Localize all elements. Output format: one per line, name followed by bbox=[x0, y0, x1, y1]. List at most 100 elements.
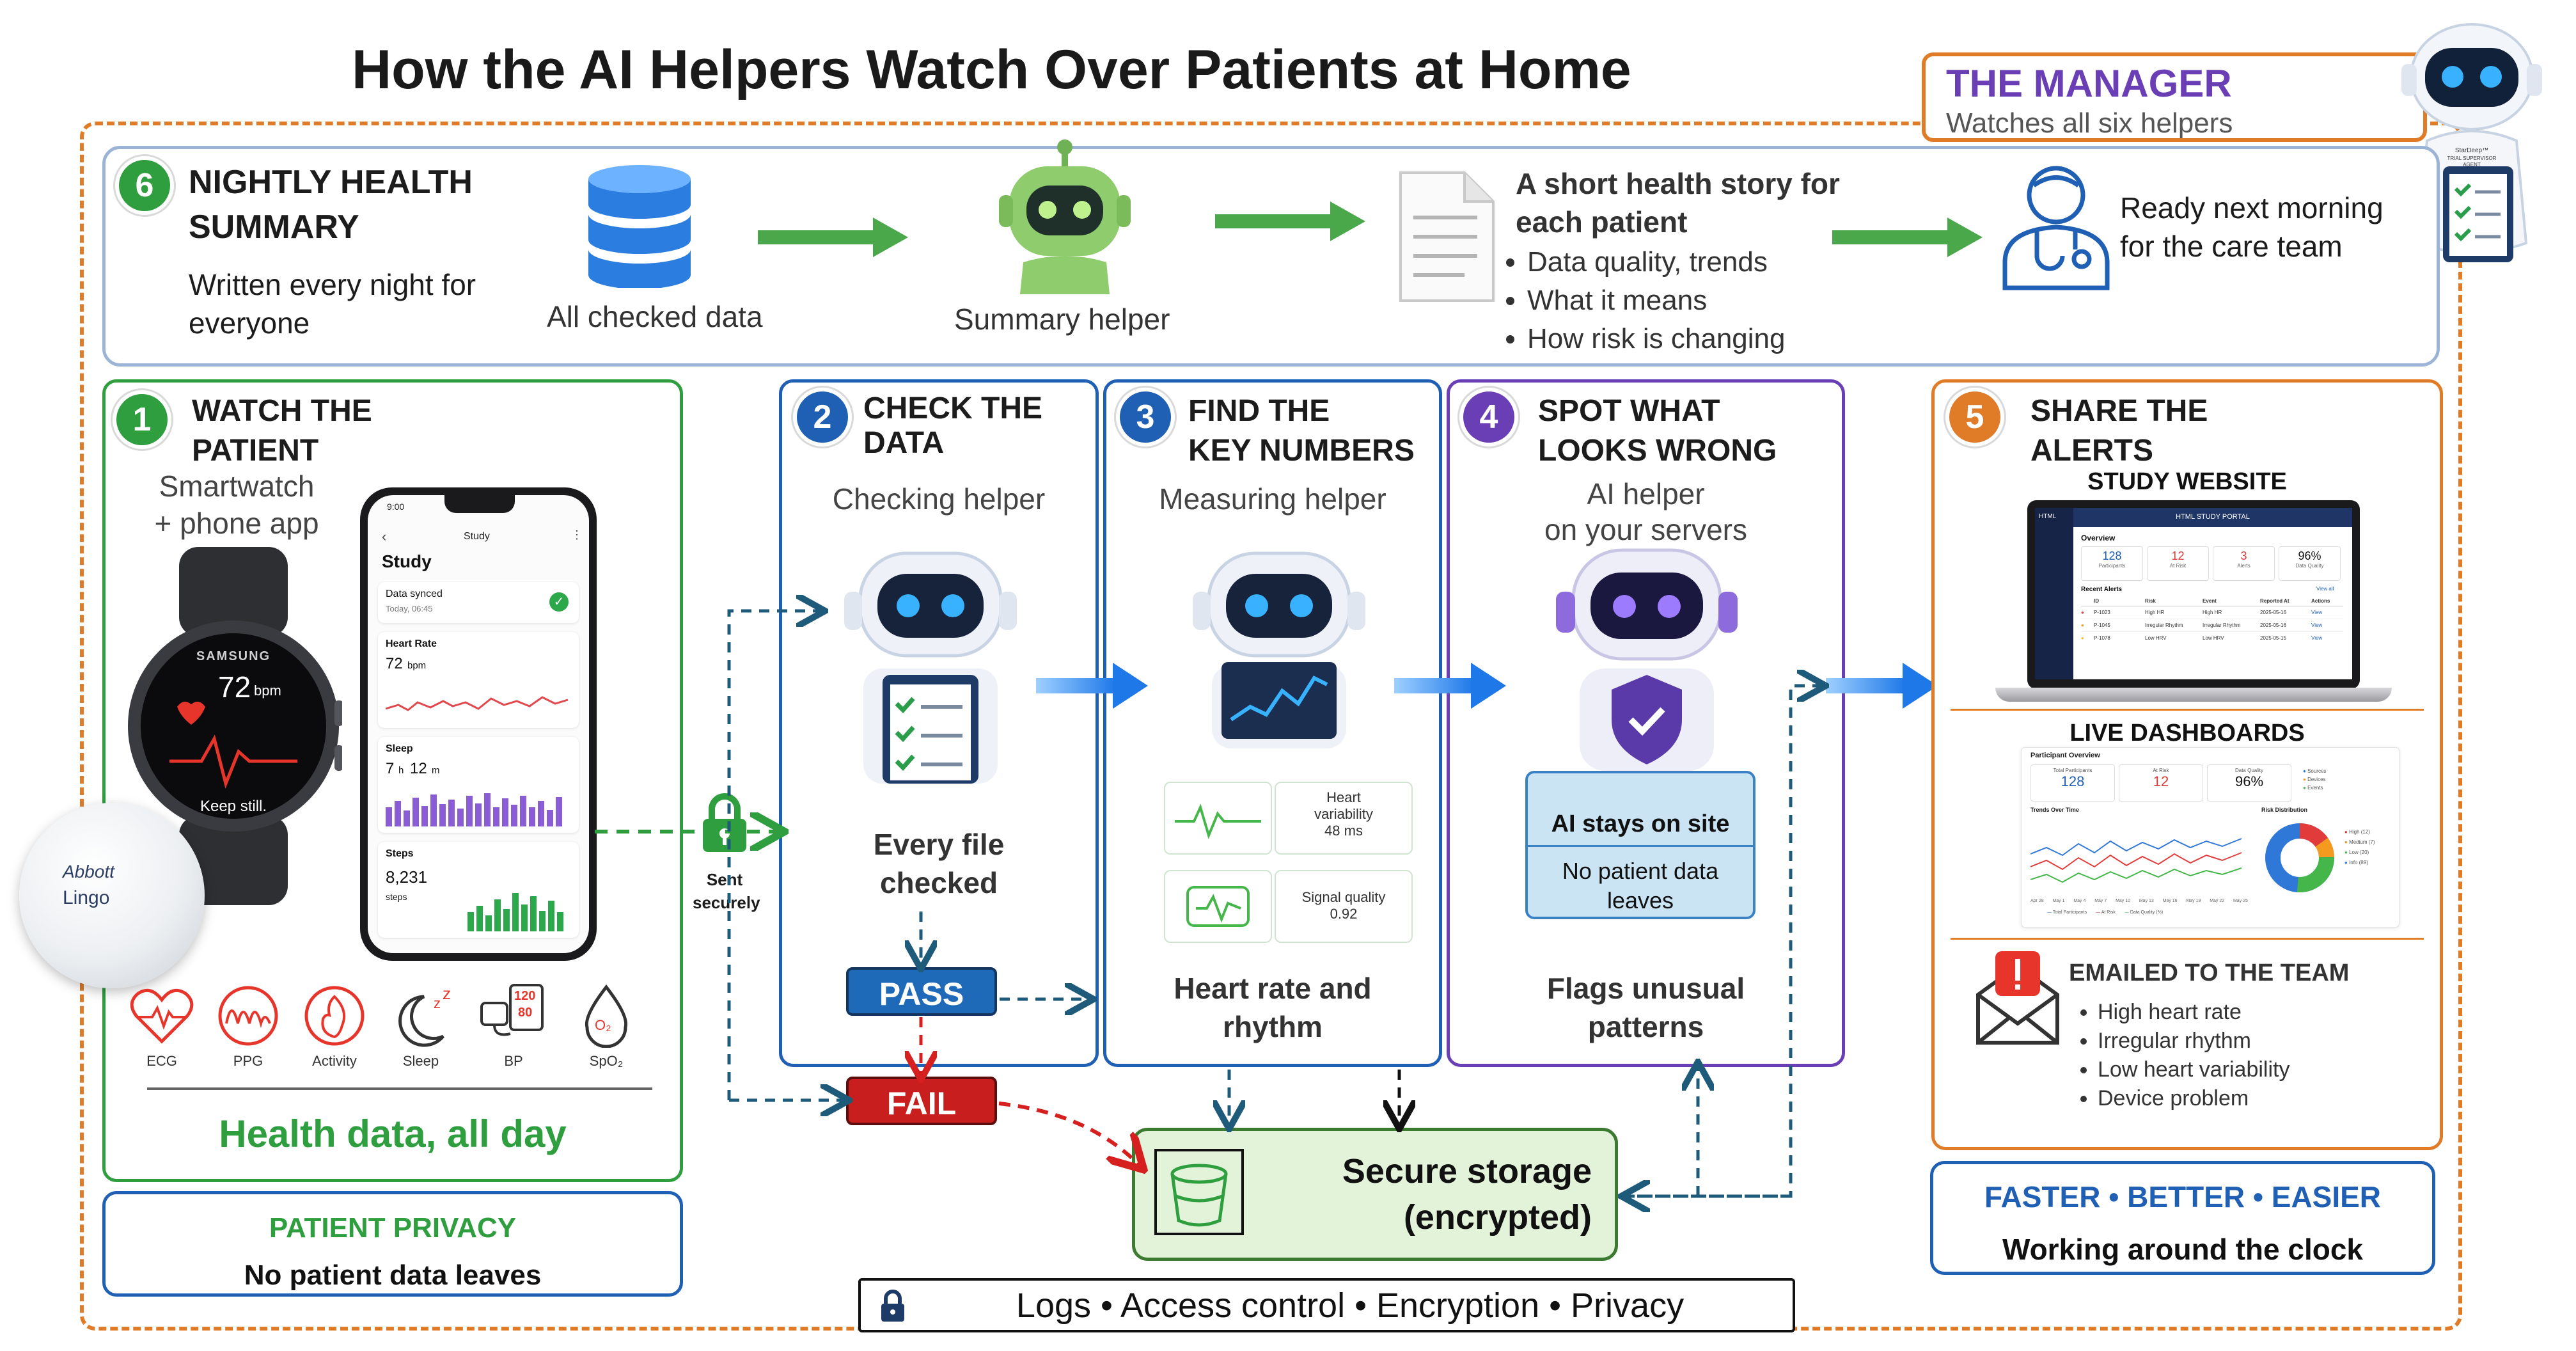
step2-sub: Checking helper bbox=[832, 482, 1046, 516]
watch-bpm-value: 72 bbox=[218, 670, 251, 704]
dash-title: LIVE DASHBOARDS bbox=[2069, 720, 2305, 747]
doctor-icon bbox=[1999, 157, 2114, 294]
story-title-line1: A short health story for bbox=[1516, 167, 1840, 200]
step1-divider bbox=[147, 1087, 652, 1090]
measuring-robot-icon bbox=[1186, 547, 1372, 755]
dash-overview: Participant Overview bbox=[2030, 752, 2100, 759]
view-link[interactable]: View bbox=[2311, 610, 2323, 615]
steps-card[interactable]: Steps 8,231 steps bbox=[378, 842, 579, 938]
step3-number: 3 bbox=[1116, 388, 1175, 446]
ready-line2: for the care team bbox=[2120, 230, 2343, 263]
risk-item: ● Medium (7) bbox=[2344, 839, 2375, 845]
abbott-sensor: Abbott Lingo bbox=[19, 803, 205, 988]
activity-icon bbox=[302, 984, 366, 1048]
sync-card[interactable]: Data synced Today, 06:45 ✓ bbox=[378, 582, 579, 623]
blue-arrow-2-3 bbox=[1036, 660, 1151, 715]
cell: Irregular Rhythm bbox=[2145, 622, 2183, 628]
privacy-box: PATIENT PRIVACY No patient data leaves bbox=[102, 1191, 683, 1297]
badge-line1: StarDeep™ bbox=[2455, 147, 2488, 154]
portal-screen: HTML HTML STUDY PORTAL Overview 128 Part… bbox=[2035, 508, 2352, 679]
view-link[interactable]: View bbox=[2311, 622, 2323, 628]
col-header: Reported At bbox=[2260, 598, 2289, 604]
hrv-value: 48 ms bbox=[1324, 823, 1363, 839]
steps-bars bbox=[467, 893, 563, 931]
manager-box: THE MANAGER Watches all six helpers bbox=[1922, 52, 2427, 142]
portal-overview: Overview bbox=[2081, 533, 2116, 542]
email-title: EMAILED TO THE TEAM bbox=[2069, 960, 2350, 986]
x-label: May 22 bbox=[2210, 899, 2225, 903]
step1-footer: Health data, all day bbox=[219, 1112, 567, 1155]
hr-unit: bpm bbox=[407, 660, 427, 671]
step5-number: 5 bbox=[1945, 388, 2004, 446]
dash-stat-label: At Risk bbox=[2153, 768, 2169, 773]
sleep-card[interactable]: Sleep 7 h 12 m bbox=[378, 737, 579, 833]
sync-time: Today, 06:45 bbox=[386, 604, 433, 613]
x-label: May 4 bbox=[2073, 899, 2086, 903]
green-arrow-1 bbox=[758, 214, 911, 262]
lock-icon bbox=[699, 790, 750, 857]
phone-menu-icon[interactable]: ⋮ bbox=[571, 528, 583, 541]
security-text: Logs • Access control • Encryption • Pri… bbox=[1016, 1286, 1685, 1325]
cell: High HR bbox=[2203, 610, 2222, 615]
cell: Low HRV bbox=[2203, 635, 2224, 641]
story-bullet: Data quality, trends bbox=[1527, 243, 1786, 281]
step1-number: 1 bbox=[113, 390, 171, 449]
step1-header-line1: WATCH THE bbox=[192, 394, 372, 428]
step5-divider-1 bbox=[1951, 709, 2424, 711]
portal-view-all[interactable]: View all bbox=[2316, 586, 2334, 592]
x-label: May 1 bbox=[2052, 899, 2065, 903]
storage-line1: Secure storage bbox=[1342, 1152, 1592, 1190]
x-label: May 13 bbox=[2139, 899, 2154, 903]
dash-trends-title: Trends Over Time bbox=[2030, 807, 2079, 813]
phone-notch bbox=[444, 495, 515, 513]
pass-button[interactable]: PASS bbox=[846, 967, 997, 1016]
bp-bottom: 80 bbox=[518, 1006, 533, 1020]
heart-rate-card[interactable]: Heart Rate 72 bpm bbox=[378, 632, 579, 728]
portal-title: HTML STUDY PORTAL bbox=[2176, 513, 2250, 521]
privacy-title: PATIENT PRIVACY bbox=[269, 1212, 517, 1244]
hr-value: 72 bbox=[386, 655, 403, 672]
storage-line2: (encrypted) bbox=[1403, 1198, 1592, 1236]
laptop: HTML HTML STUDY PORTAL Overview 128 Part… bbox=[2027, 500, 2360, 689]
x-label: May 16 bbox=[2162, 899, 2178, 903]
x-label: Apr 28 bbox=[2030, 899, 2044, 903]
cell: High HR bbox=[2145, 610, 2165, 615]
step3-header-line2: KEY NUMBERS bbox=[1188, 434, 1415, 468]
table-row[interactable]: ● P-1045 Irregular Rhythm Irregular Rhyt… bbox=[2081, 619, 2343, 632]
col-header: Actions bbox=[2311, 598, 2330, 604]
legend-item: — Total Participants bbox=[2047, 910, 2087, 915]
sleep-h-unit: h bbox=[398, 765, 404, 776]
portal-stat-label: At Risk bbox=[2169, 563, 2187, 569]
steps-unit: steps bbox=[386, 892, 407, 902]
table-row[interactable]: ● P-1078 Low HRV Low HRV 2025-05-15 View bbox=[2081, 632, 2343, 644]
sleep-m: 12 bbox=[410, 760, 427, 777]
bucket-icon bbox=[1154, 1149, 1244, 1235]
phone-time: 9:00 bbox=[387, 502, 405, 512]
privacy-text: No patient data leaves bbox=[244, 1260, 542, 1291]
portal-stat-value: 96% bbox=[2298, 549, 2321, 562]
hr-label: Heart Rate bbox=[386, 638, 437, 649]
step6-box bbox=[102, 146, 2440, 367]
portal-table: ID Risk Event Reported At Actions ● P-10… bbox=[2081, 596, 2343, 644]
step4-body-line2: patterns bbox=[1587, 1010, 1704, 1043]
x-axis-labels: Apr 28 May 1 May 4 May 7 May 10 May 13 M… bbox=[2030, 899, 2248, 903]
dash-stat-label: Total Participants bbox=[2053, 768, 2093, 773]
view-link[interactable]: View bbox=[2311, 635, 2323, 641]
blue-arrow-4-5 bbox=[1826, 660, 1941, 715]
email-bullet: High heart rate bbox=[2098, 998, 2289, 1027]
cell: 2025-05-16 bbox=[2260, 622, 2286, 628]
risk-legend: ● High (12) ● Medium (7) ● Low (20) ● In… bbox=[2344, 827, 2375, 868]
legend-item: ● Sources bbox=[2303, 768, 2327, 774]
portal-brand: HTML bbox=[2039, 513, 2057, 520]
fail-button[interactable]: FAIL bbox=[846, 1077, 997, 1125]
phone-back-icon[interactable]: ‹ bbox=[382, 528, 387, 544]
email-bullet: Low heart variability bbox=[2098, 1055, 2289, 1084]
step5-divider-2 bbox=[1951, 938, 2424, 940]
smartwatch: SAMSUNG 72 bpm Keep still. bbox=[125, 547, 343, 908]
table-row[interactable]: ● P-1023 High HR High HR 2025-05-16 View bbox=[2081, 606, 2343, 619]
col-header: ID bbox=[2094, 598, 2099, 604]
device-line2: + phone app bbox=[154, 507, 319, 540]
secure-storage-box: Secure storage (encrypted) bbox=[1132, 1128, 1618, 1261]
dash-stat-card: Total Participants 128 bbox=[2030, 764, 2115, 802]
